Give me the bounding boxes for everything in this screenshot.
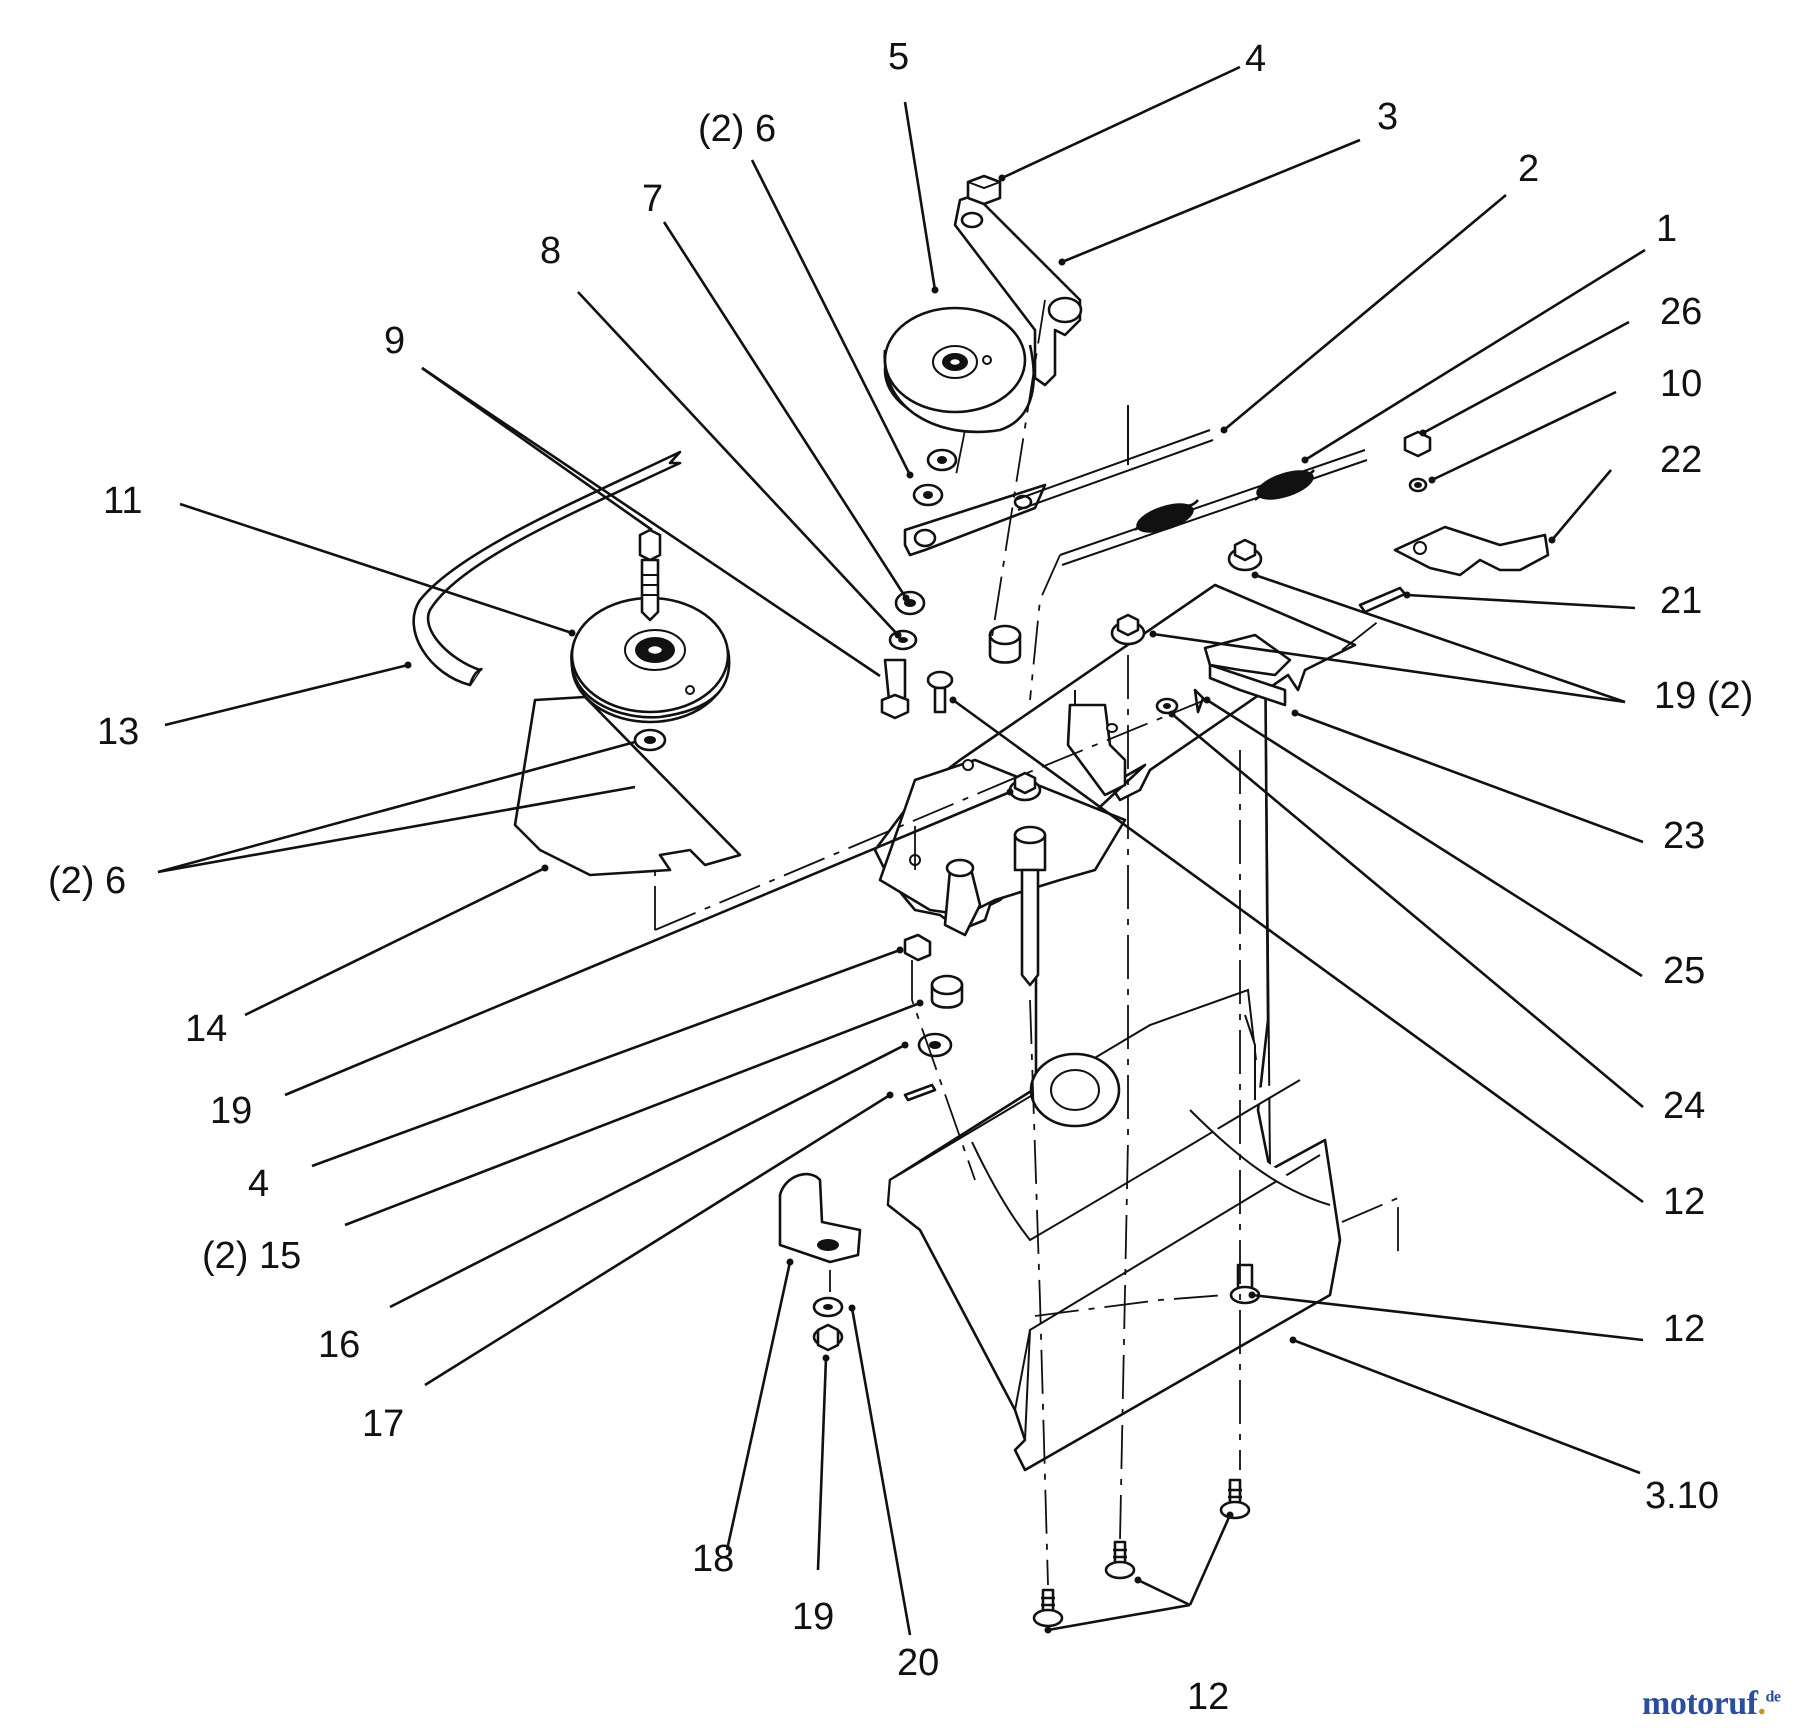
callout-2-6-left: (2) 6: [48, 860, 127, 902]
top-nut: [966, 174, 1002, 206]
callout-2: 2: [1518, 148, 1540, 190]
callout-2-15: (2) 15: [202, 1235, 302, 1277]
callout-13: 13: [97, 711, 140, 753]
watermark-tld: de: [1765, 1688, 1781, 1706]
stacked-washers-top: [912, 448, 958, 507]
callout-26: 26: [1660, 291, 1703, 333]
carriage-bolt: [926, 670, 954, 714]
tension-rod: [1014, 405, 1214, 511]
drive-belt: [412, 450, 682, 687]
stop-bracket: [778, 1172, 862, 1264]
callout-4-left: 4: [248, 1163, 270, 1205]
small-nut: [1403, 430, 1432, 493]
angle-bracket: [1066, 703, 1127, 797]
flange-nut-right: [1227, 538, 1263, 572]
callout-3: 3: [1377, 96, 1399, 138]
callout-2-6-top: (2) 6: [698, 108, 777, 150]
callout-22: 22: [1660, 439, 1703, 481]
callout-14: 14: [185, 1008, 228, 1050]
pulley-bolt: [638, 528, 662, 622]
callout-24: 24: [1663, 1085, 1706, 1127]
latch-plate: [1393, 525, 1550, 577]
bottom-bolts: [1032, 1263, 1261, 1628]
flange-nut-center: [1008, 771, 1042, 802]
idler-pulley: [883, 306, 1036, 434]
callout-21: 21: [1660, 580, 1703, 622]
callout-7: 7: [642, 178, 664, 220]
callout-23: 23: [1663, 815, 1706, 857]
callout-9: 9: [384, 320, 406, 362]
spring-clip: [1155, 688, 1205, 715]
callout-8: 8: [540, 230, 562, 272]
idler-arm-lower: [903, 483, 1047, 557]
callout-1: 1: [1656, 208, 1678, 250]
bottom-washer-nut: [812, 1296, 844, 1352]
center-bushing: [1013, 825, 1047, 987]
bushing-top: [988, 624, 1022, 664]
leader-lines: [157, 65, 1646, 1636]
callout-16: 16: [318, 1324, 361, 1366]
callout-5: 5: [888, 36, 910, 78]
pulley-mount-plate: [513, 695, 742, 877]
idler-arm: [953, 193, 1083, 387]
callout-11: 11: [103, 480, 143, 522]
callout-19-bottom: 19: [792, 1596, 835, 1638]
callout-19-2: 19 (2): [1654, 675, 1754, 717]
callout-10: 10: [1660, 363, 1703, 405]
callout-18: 18: [692, 1538, 735, 1580]
motoruf-watermark: motoruf.de: [1642, 1685, 1781, 1723]
callout-12-right-1: 12: [1663, 1181, 1706, 1223]
callout-25: 25: [1663, 950, 1706, 992]
latch-pin: [1358, 586, 1407, 614]
callout-3-10: 3.10: [1645, 1475, 1719, 1517]
callout-17: 17: [362, 1403, 405, 1445]
lower-chute-housing: [886, 628, 1342, 1472]
watermark-dot: .: [1757, 1685, 1766, 1722]
flange-nut-mid: [1110, 613, 1146, 646]
leader-dots: [404, 174, 1556, 1634]
callout-4-top: 4: [1245, 38, 1267, 80]
pivot-tube: [943, 858, 982, 937]
lower-hardware-left: [903, 933, 964, 1102]
tension-spring: [1059, 449, 1368, 566]
center-lines: [654, 299, 1399, 1586]
callout-12-right-2: 12: [1663, 1308, 1706, 1350]
callout-12-bottom: 12: [1187, 1676, 1230, 1718]
callout-20: 20: [897, 1642, 940, 1684]
callout-19-left: 19: [210, 1090, 253, 1132]
watermark-brand: motoruf: [1642, 1685, 1758, 1722]
left-bolt-stack: [880, 590, 926, 720]
